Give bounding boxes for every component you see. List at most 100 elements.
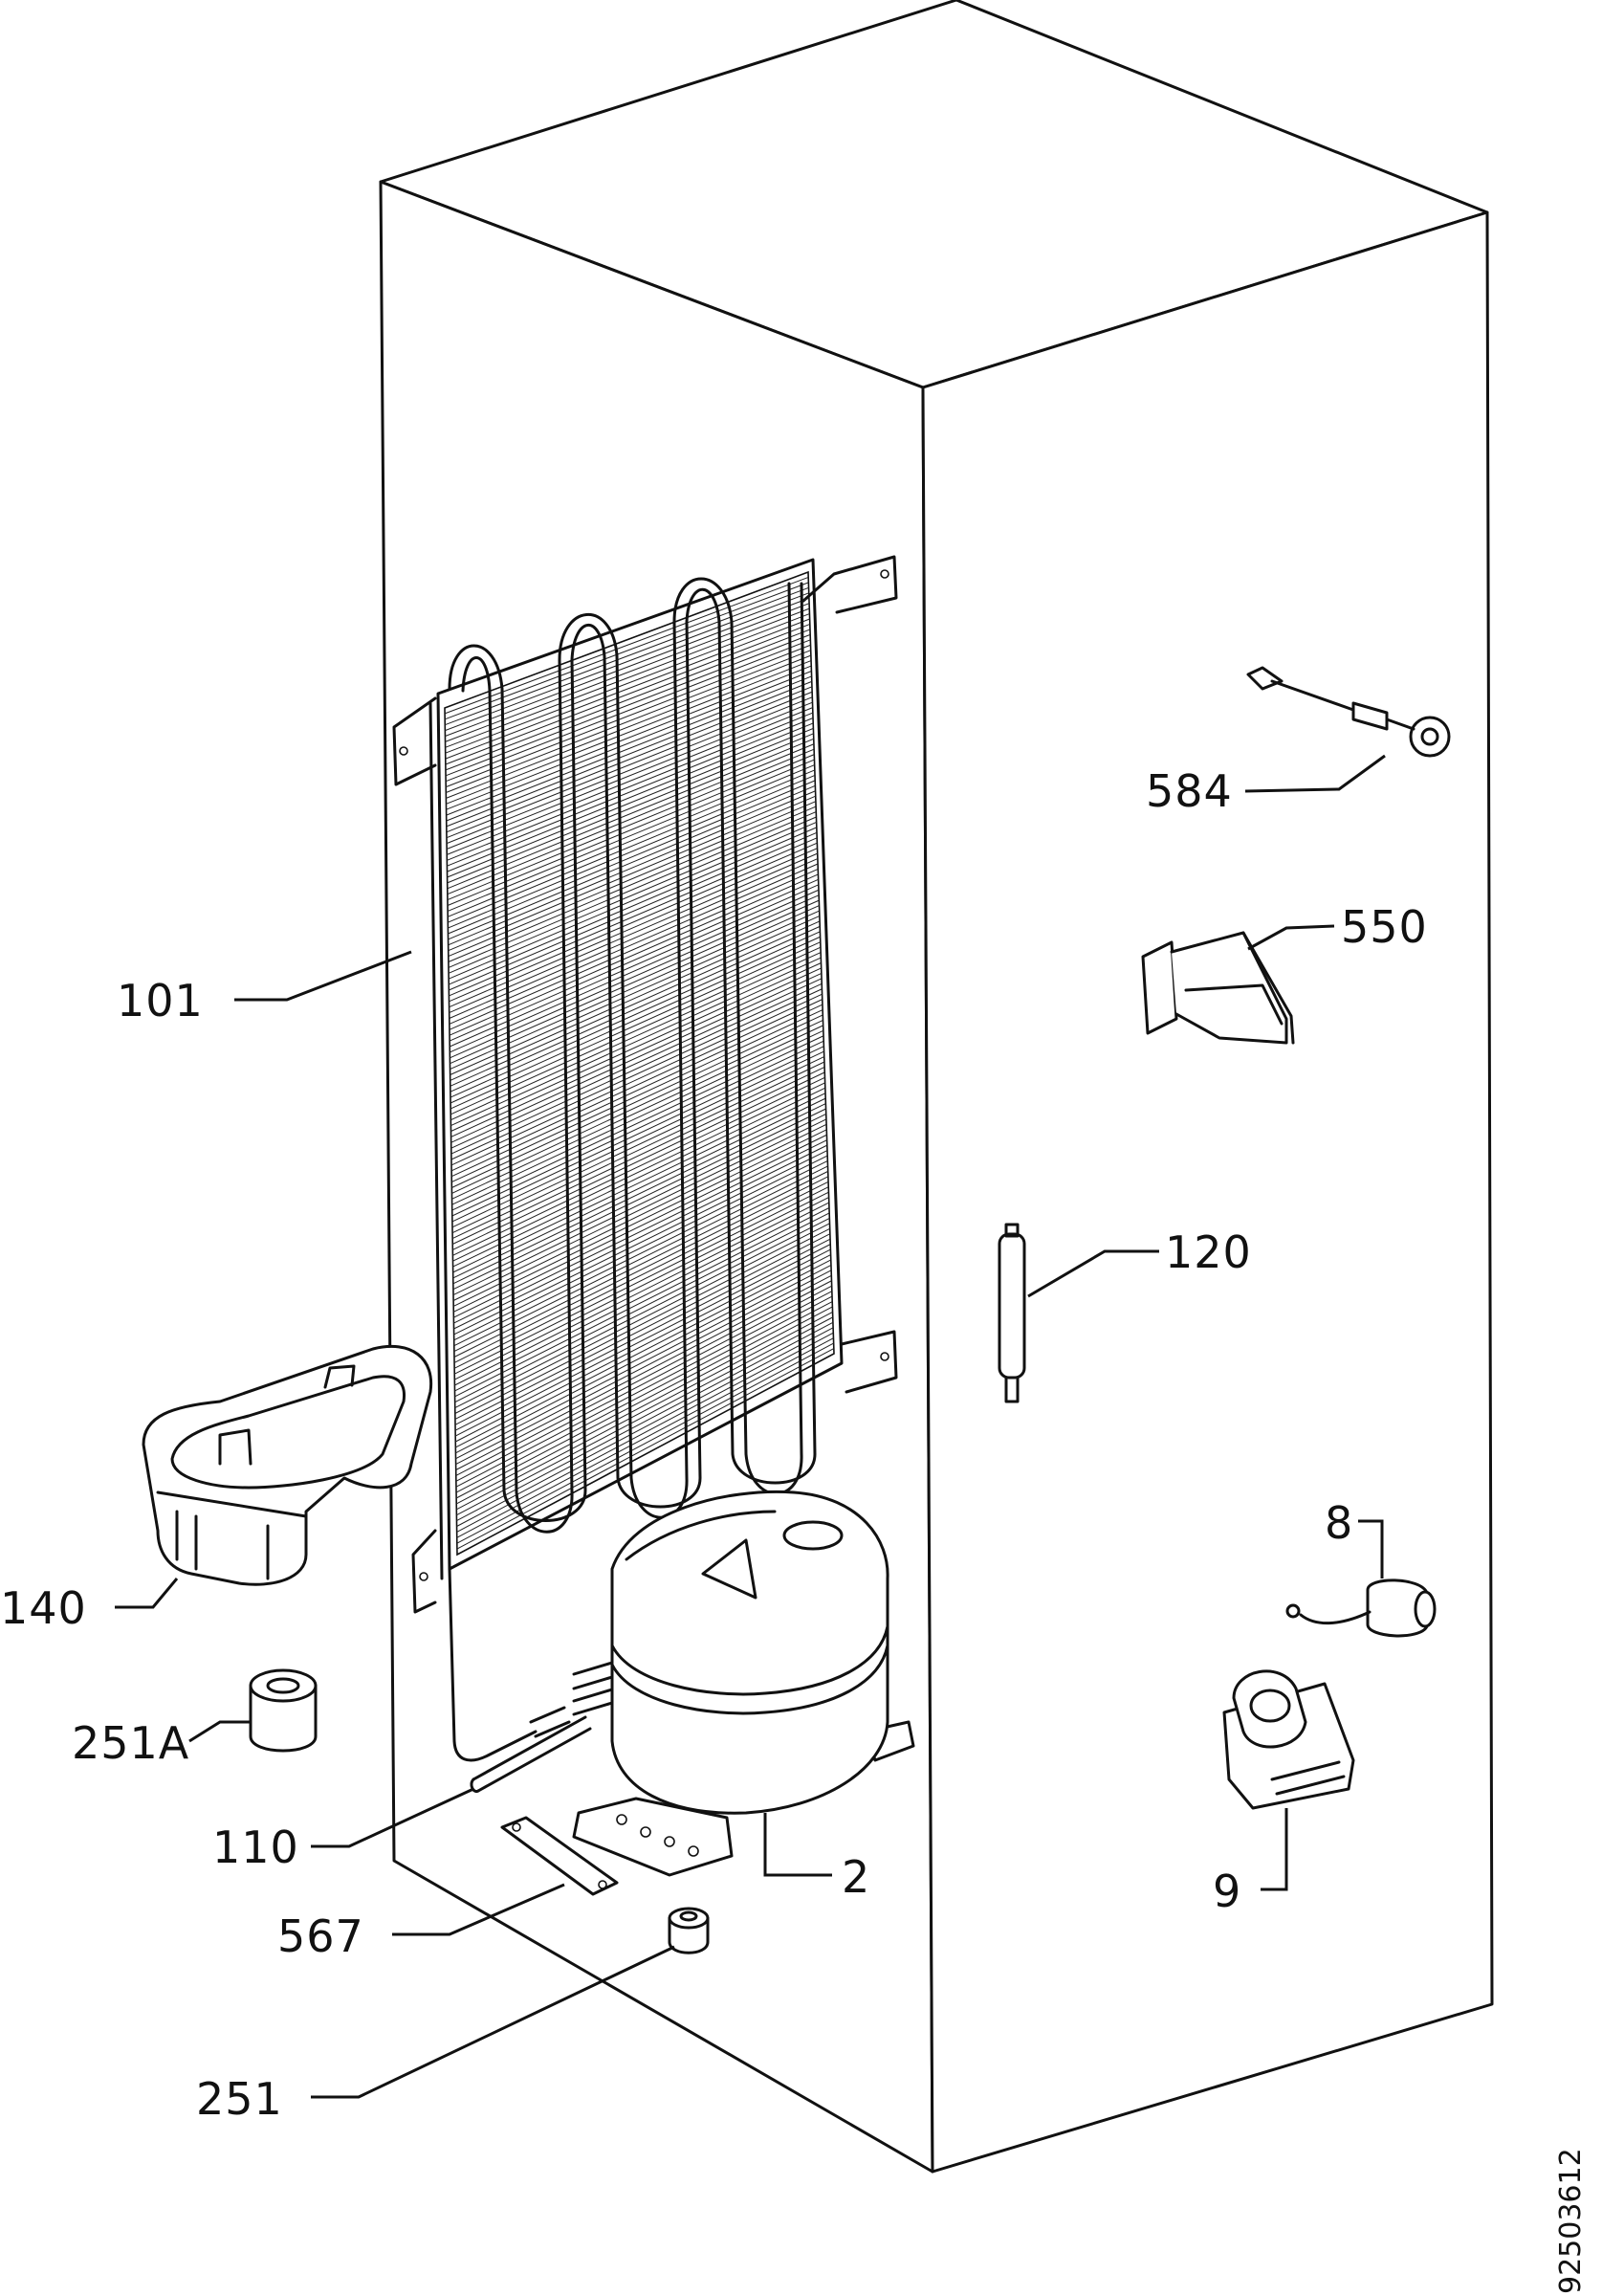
drip-tray-part (142, 1344, 433, 1586)
fin-line (450, 982, 823, 1155)
fin-line (449, 884, 820, 1048)
fin-line (447, 727, 814, 878)
leader-110 (311, 1787, 474, 1848)
label-567: 567 (277, 1910, 364, 1962)
fin-line (450, 899, 820, 1065)
fin-line (455, 1280, 832, 1476)
fin-line (452, 1071, 825, 1250)
bracket-hole (399, 746, 408, 756)
fin-line (456, 1321, 834, 1522)
fin-line (454, 1217, 830, 1409)
fin-line (449, 827, 818, 985)
heater-body (1351, 701, 1389, 731)
drier-filter-part (998, 1223, 1026, 1403)
fin-line (453, 1176, 829, 1363)
fin-line (449, 878, 819, 1042)
fin-line (446, 665, 812, 810)
fin-line (451, 1061, 825, 1240)
condenser-bracket-bottom-left (411, 1529, 437, 1614)
fin-line (452, 1076, 825, 1256)
fin-line (454, 1227, 830, 1420)
drier-body (998, 1232, 1026, 1380)
fin-line (455, 1295, 833, 1493)
fin-line (446, 680, 812, 828)
fin-line (445, 618, 810, 760)
fin-line (454, 1186, 829, 1375)
fin-line (448, 806, 817, 962)
fin-line (444, 582, 809, 720)
fin-line (447, 733, 814, 884)
relay-socket (1249, 1689, 1291, 1723)
fin-line (446, 644, 811, 788)
fin-line (449, 869, 819, 1030)
compressor-stub-3 (529, 1706, 571, 1738)
thermal-protector-part (1285, 1578, 1437, 1638)
fin-line (452, 1093, 826, 1273)
fin-line (450, 946, 822, 1115)
fin-line (449, 863, 819, 1025)
fin-line (456, 1311, 833, 1511)
drier-top-cap (1004, 1223, 1020, 1238)
grommet-top (249, 1668, 318, 1703)
fin-line (454, 1197, 829, 1386)
bracket-hole (880, 569, 889, 579)
heater-wire-part (1246, 666, 1451, 758)
fin-line (445, 639, 811, 783)
fin-line (447, 722, 814, 872)
compressor-top-cap (782, 1520, 844, 1551)
tray-rim-edge (156, 1490, 308, 1518)
fin-line (446, 691, 813, 839)
fin-line (455, 1285, 832, 1482)
leader-251 (311, 1945, 675, 2099)
bracket-hole (419, 1572, 428, 1581)
heater-flat-tab (1246, 666, 1284, 691)
drier-bottom-stub (1004, 1376, 1020, 1403)
fin-line (452, 1123, 827, 1307)
fin-line (451, 1014, 823, 1188)
relay-part (1222, 1669, 1355, 1810)
condenser-left-rail (428, 701, 444, 1580)
fin-line (455, 1259, 831, 1454)
relay-terminals-2 (1275, 1775, 1346, 1796)
fin-line (454, 1223, 830, 1414)
fin-line (452, 1082, 825, 1262)
fin-line (453, 1129, 827, 1313)
fin-line (451, 1056, 824, 1234)
fin-line (446, 696, 813, 845)
fin-line (453, 1160, 828, 1347)
fin-line (455, 1306, 833, 1505)
condenser-bracket-top-right (801, 555, 898, 614)
protector-face (1414, 1590, 1437, 1628)
fin-line (456, 1316, 833, 1516)
fin-line (450, 894, 820, 1059)
fin-line (448, 774, 816, 929)
fin-line (448, 784, 816, 940)
label-110: 110 (212, 1821, 299, 1873)
fin-line (448, 764, 815, 917)
label-550: 550 (1341, 901, 1428, 953)
label-8: 8 (1325, 1497, 1353, 1549)
fin-line (447, 743, 815, 895)
fin-line (449, 831, 818, 991)
label-2: 2 (842, 1851, 870, 1903)
heater-ring-terminal (1409, 716, 1451, 758)
fin-line (445, 592, 809, 732)
protector-lead-end (1285, 1603, 1301, 1619)
fin-line (447, 712, 814, 861)
fin-line (451, 1029, 824, 1205)
fin-line (450, 978, 823, 1149)
fin-line (450, 910, 820, 1075)
fin-line (455, 1274, 832, 1470)
fin-line (453, 1144, 828, 1330)
bracket-inner-edge (1184, 983, 1284, 1026)
fin-line (447, 738, 814, 890)
leader-101 (234, 950, 412, 1002)
fin-line (445, 586, 809, 726)
leader-2 (763, 1813, 832, 1877)
fin-line (455, 1248, 831, 1443)
label-120: 120 (1165, 1226, 1252, 1278)
fin-line (453, 1170, 828, 1358)
fin-line (450, 1004, 823, 1178)
strap-part (500, 1816, 619, 1896)
bracket-plate (1141, 940, 1178, 1035)
